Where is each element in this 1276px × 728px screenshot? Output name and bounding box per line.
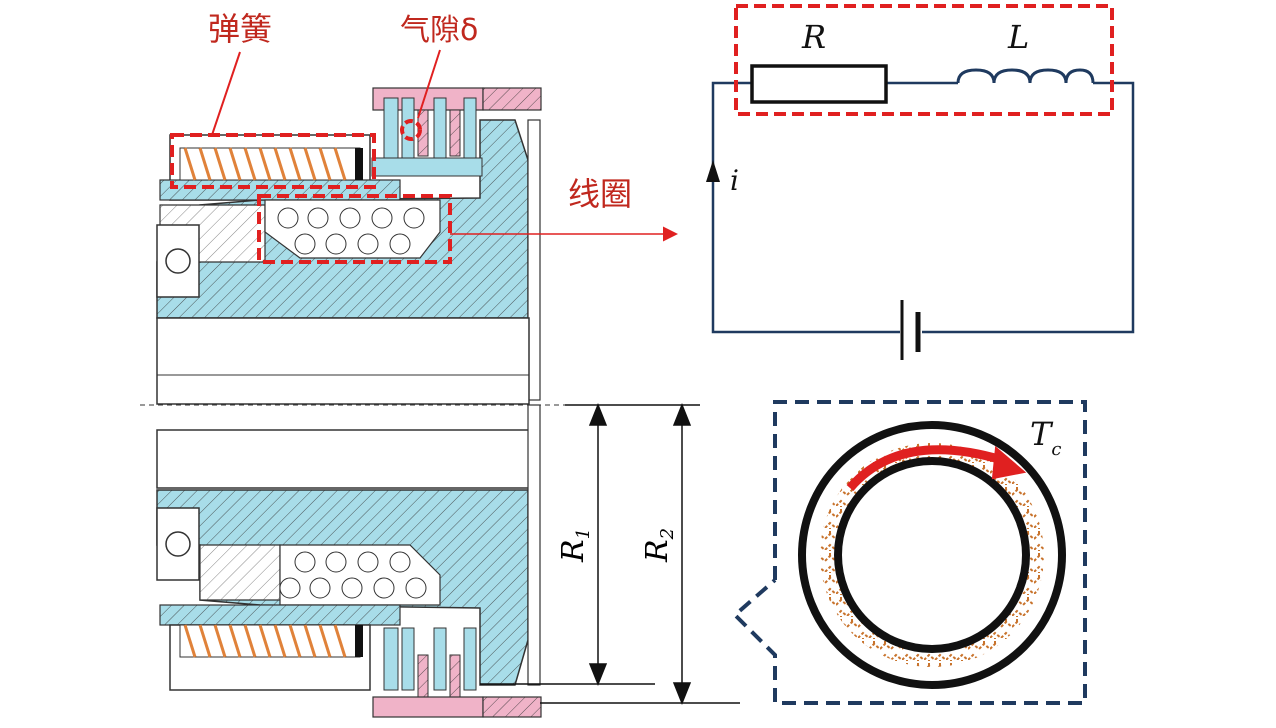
upper-coil-windings [277, 207, 425, 255]
radius-dimensions [480, 402, 740, 706]
spring-highlight-box [170, 133, 376, 189]
upper-spring [179, 147, 363, 181]
friction-ring-outer [798, 421, 1066, 689]
air-gap-label: 气隙δ [400, 13, 478, 48]
circuit-highlight-box [734, 4, 1114, 116]
inductor-label: L [1007, 18, 1029, 56]
equivalent-circuit: i R L [706, 4, 1135, 360]
upper-friction-plates [371, 87, 542, 177]
radius1-label: R1 [556, 528, 594, 563]
upper-shaft-bore [156, 317, 530, 405]
torque-arrow [846, 445, 1004, 491]
lower-coil-windings [279, 551, 427, 599]
air-gap-marker [400, 119, 422, 141]
lower-friction-plates [372, 627, 542, 718]
coil-label: 线圈 [568, 175, 632, 213]
annotations: 弹簧 气隙δ 线圈 [170, 10, 678, 264]
circuit-wire [711, 81, 1135, 334]
spring-leader-line [211, 51, 241, 136]
detail-callout-box [732, 400, 1087, 705]
lower-spring [179, 624, 363, 658]
upper-end-plate [527, 119, 541, 401]
spring-label: 弹簧 [208, 10, 272, 48]
air-gap-leader-line [417, 49, 441, 119]
upper-section [156, 87, 542, 405]
friction-detail: Tc [732, 400, 1087, 705]
lower-section [156, 404, 542, 718]
current-label: i [730, 164, 739, 197]
resistor-label: R [801, 18, 826, 56]
resistor [750, 64, 888, 104]
inductor [956, 68, 1095, 84]
coil-highlight-box [257, 194, 452, 264]
radius2-label: R2 [640, 528, 678, 563]
friction-ring-inner [834, 457, 1030, 653]
torque-label: Tc [1030, 415, 1061, 460]
friction-ring-inner-fill [838, 461, 1026, 649]
lower-end-plate [527, 404, 541, 686]
current-arrow [706, 160, 720, 182]
